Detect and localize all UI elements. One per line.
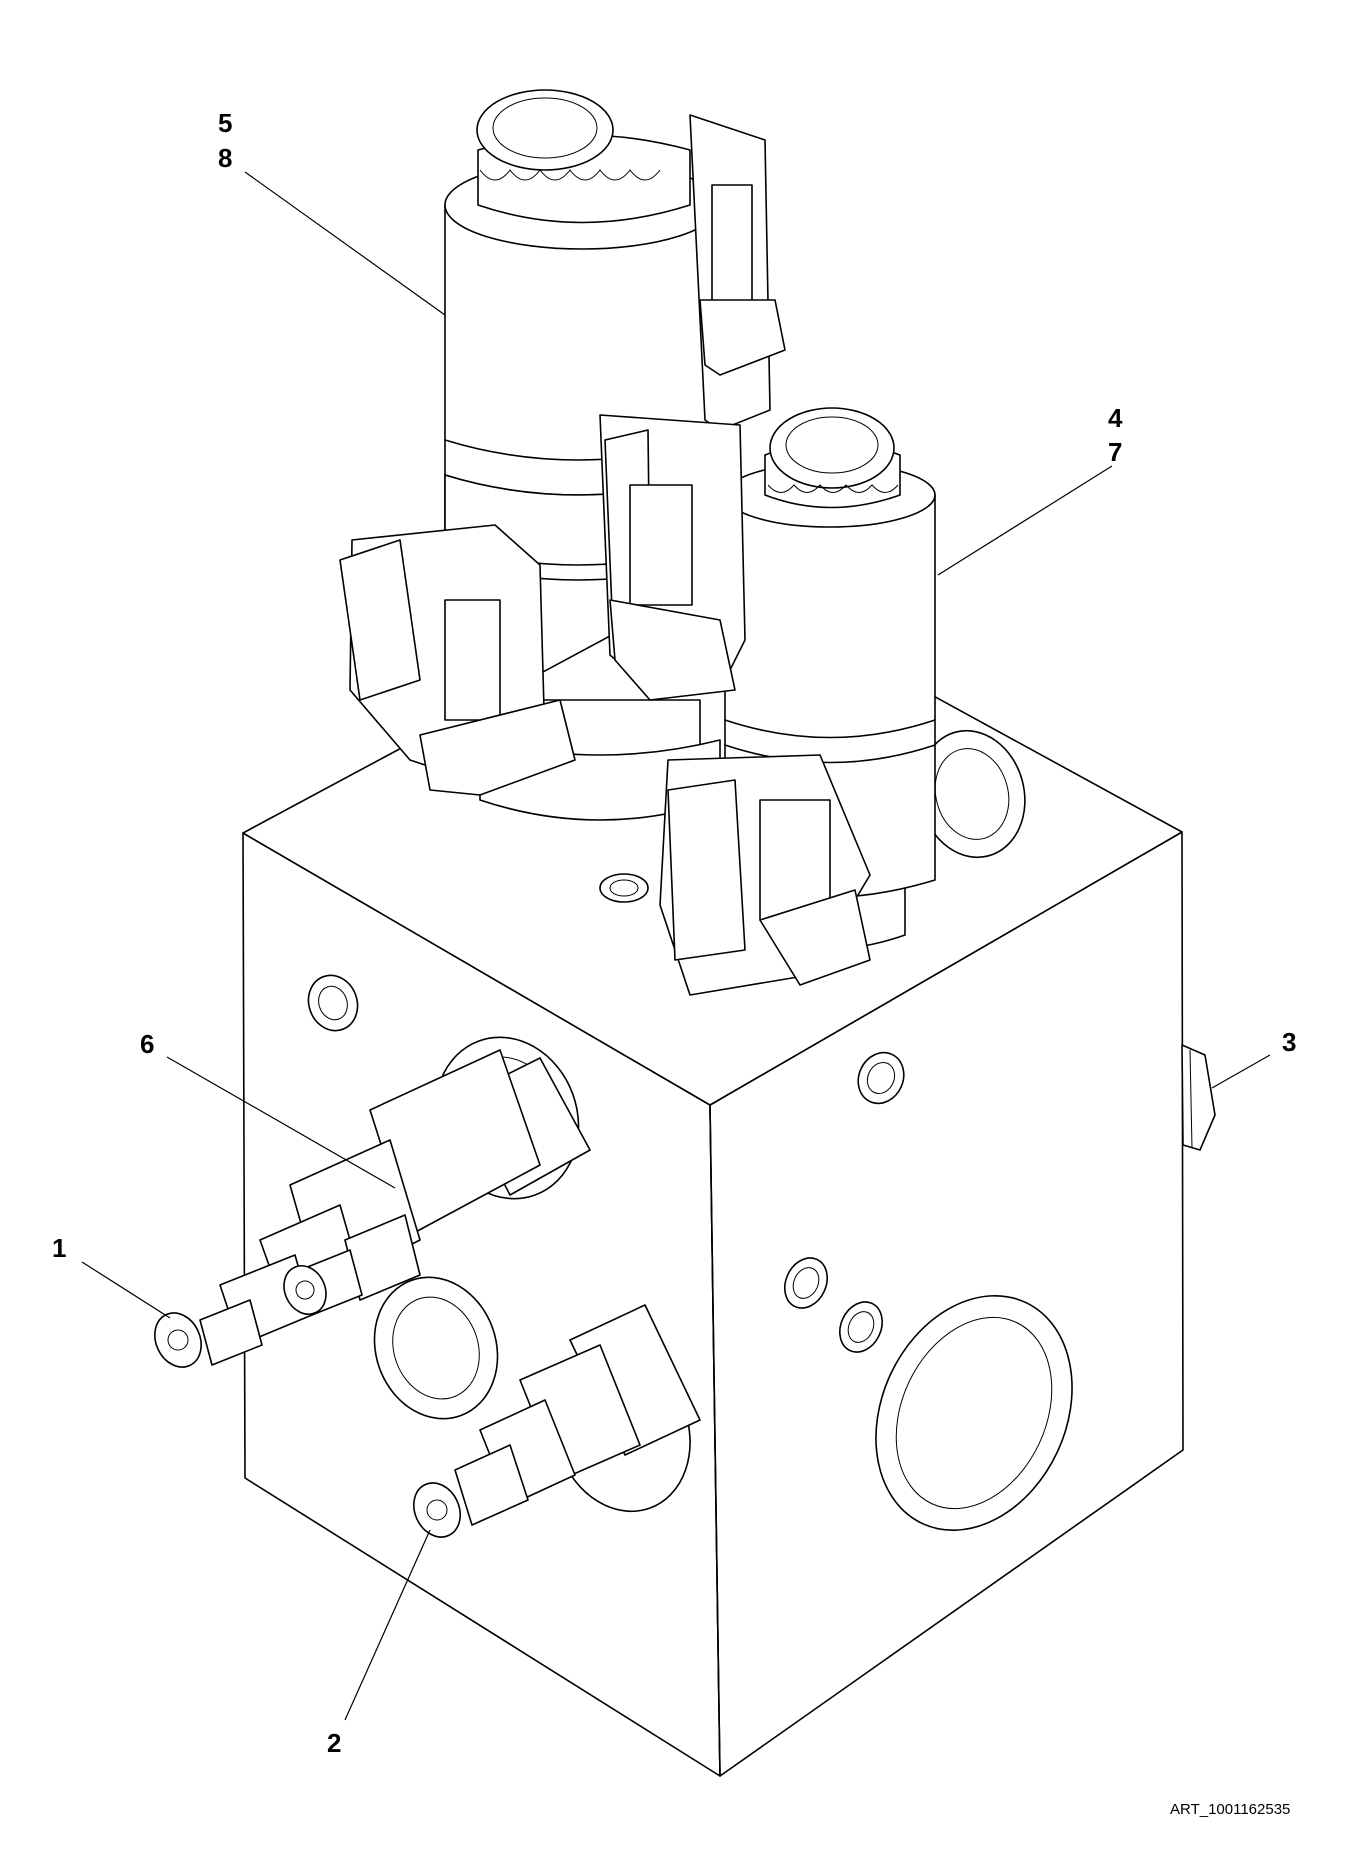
callout-4: 4 [1108, 403, 1123, 433]
callout-5: 5 [218, 108, 232, 138]
callout-1: 1 [52, 1233, 66, 1263]
leader-4-7 [937, 465, 1113, 576]
callout-2: 2 [327, 1728, 341, 1758]
callout-8: 8 [218, 143, 232, 173]
leader-3 [1211, 1054, 1271, 1089]
cartridge-valve-2 [413, 1304, 701, 1538]
callout-6: 6 [140, 1029, 154, 1059]
fitting-3 [1181, 1044, 1216, 1151]
leader-1 [81, 1261, 171, 1319]
callout-7: 7 [1108, 437, 1122, 467]
leader-lines [81, 171, 1271, 1721]
solenoid-valve-small [599, 407, 936, 996]
right-face-ports [784, 1051, 1073, 1532]
top-face-ports [599, 729, 1026, 903]
art-id-label: ART_1001162535 [1170, 1801, 1290, 1818]
leader-2 [344, 1529, 431, 1721]
solenoid-valve-large [339, 89, 786, 821]
callout-3: 3 [1282, 1027, 1296, 1057]
leader-5-8 [244, 171, 446, 316]
leader-6 [166, 1056, 396, 1189]
cartridge-valve-6 [154, 1049, 591, 1368]
callout-labels: 1 2 3 4 7 5 8 6 [52, 108, 1296, 1758]
